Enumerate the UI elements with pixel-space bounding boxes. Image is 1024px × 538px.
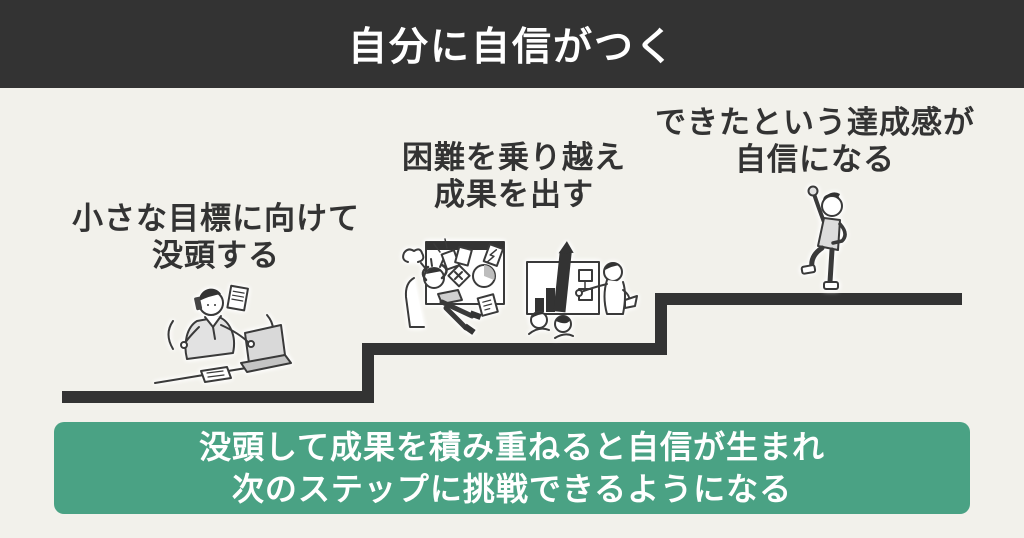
page-title: 自分に自信がつく (347, 26, 676, 69)
step-1-label: 小さな目標に向けて 没頭する (56, 200, 376, 274)
step-2-label: 困難を乗り越え 成果を出す (374, 139, 654, 213)
achievement-pose-illustration (800, 185, 847, 290)
step-3-label: できたという達成感が 自信になる (655, 104, 975, 178)
title-banner: 自分に自信がつく (0, 0, 1024, 88)
step-2-label-line2: 成果を出す (434, 177, 594, 212)
conclusion-line2: 次のステップに挑戦できるようになる (231, 471, 793, 507)
conclusion-banner: 没頭して成果を積み重ねると自信が生まれ 次のステップに挑戦できるようになる (54, 422, 970, 514)
conclusion-line1: 没頭して成果を積み重ねると自信が生まれ (198, 429, 826, 465)
step-2-label-line1: 困難を乗り越え (402, 140, 626, 175)
immersed-worker-illustration (154, 284, 292, 384)
presenting-results-illustration (526, 241, 638, 339)
step-3-label-line1: できたという達成感が (655, 105, 975, 140)
step-1-label-line2: 没頭する (152, 238, 280, 273)
step-1-label-line1: 小さな目標に向けて (72, 201, 360, 236)
overcoming-difficulty-illustration (402, 238, 505, 335)
step-3-label-line2: 自信になる (735, 142, 895, 177)
